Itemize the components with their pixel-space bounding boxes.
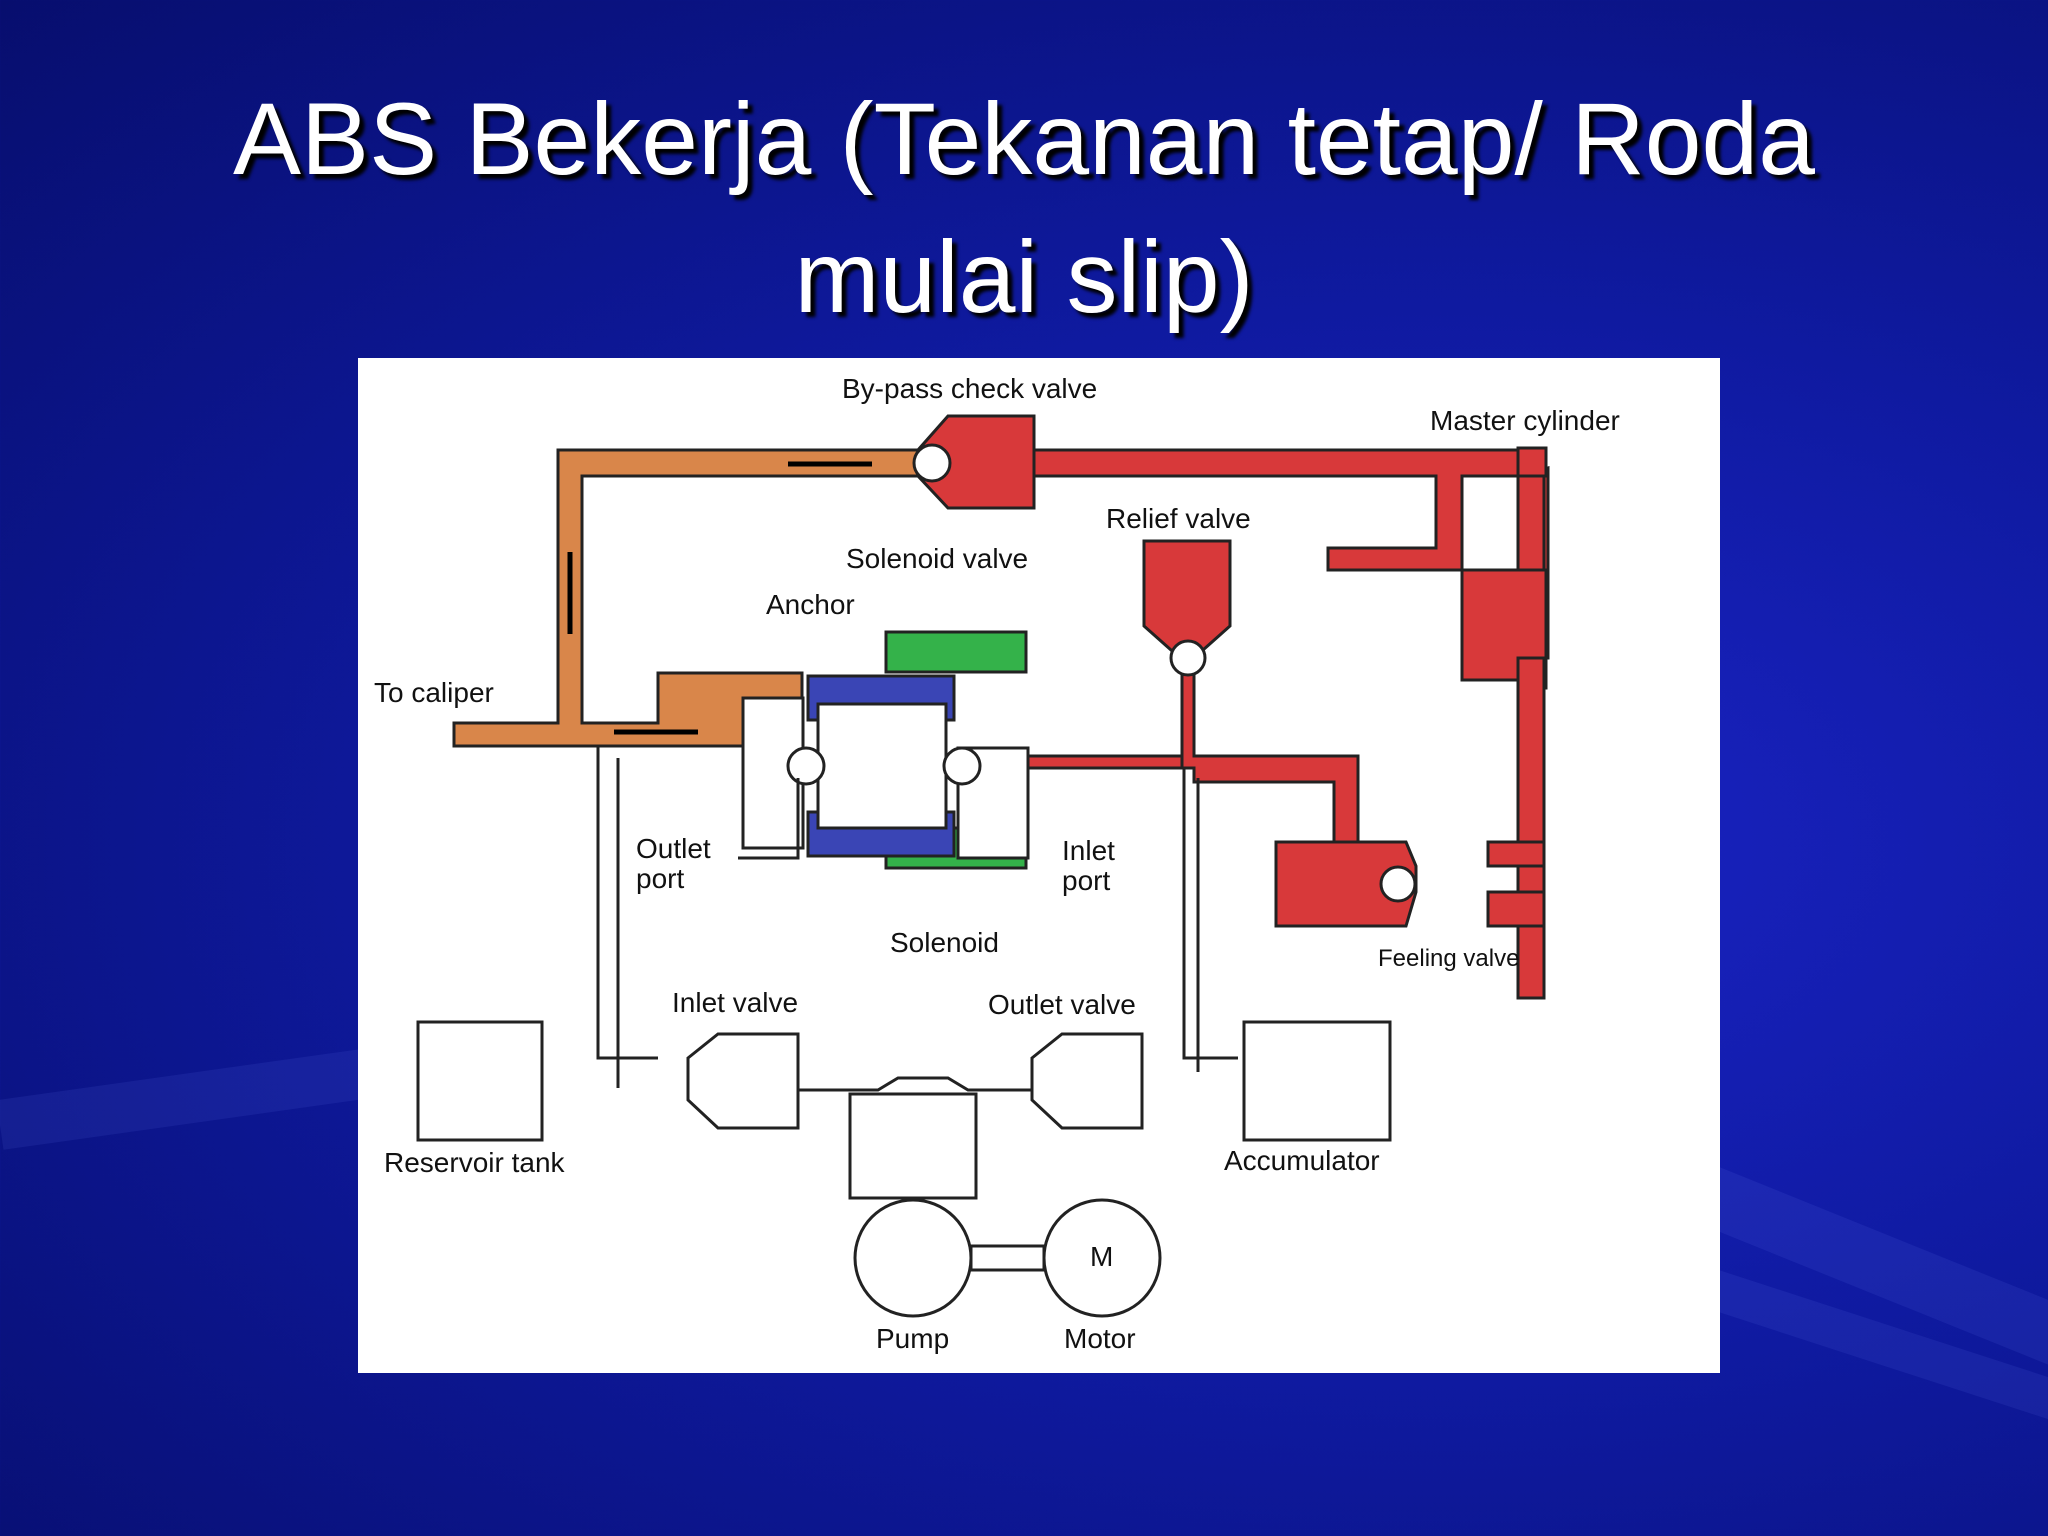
accumulator-line [1182, 768, 1238, 1072]
label-inlet-port-line-2: port [1062, 865, 1111, 896]
label-anchor: Anchor [766, 589, 855, 620]
pump-circuit-line [788, 1076, 1078, 1092]
label-relief-valve: Relief valve [1106, 503, 1251, 534]
inlet-port-ball [942, 746, 982, 786]
reservoir-tank-body [416, 1020, 544, 1142]
label-outlet-valve: Outlet valve [988, 989, 1136, 1020]
label-outlet-port-line-2: port [636, 863, 685, 894]
label-feeling-valve: Feeling valve [1378, 945, 1520, 972]
abs-hydraulic-diagram: By-pass check valve Master cylinder Reli… [358, 358, 1720, 1373]
pump-motor-shaft [969, 1244, 1046, 1272]
label-inlet-port-line-1: Inlet [1062, 835, 1115, 866]
label-master-cylinder: Master cylinder [1430, 405, 1620, 436]
label-solenoid: Solenoid [890, 927, 999, 958]
solenoid-valve-body [816, 702, 948, 830]
master-cylinder-top [1516, 446, 1548, 478]
relief-to-inlet-line [1180, 656, 1360, 848]
pump-wheel [853, 1198, 973, 1318]
inlet-valve-body [686, 1032, 800, 1130]
bypass-check-ball [912, 443, 952, 483]
label-pump: Pump [876, 1323, 950, 1354]
pump-body [848, 1092, 978, 1200]
accumulator-body [1242, 1020, 1392, 1142]
relief-valve-ball [1169, 639, 1207, 677]
label-motor: Motor [1064, 1323, 1136, 1354]
master-vertical-line [1460, 568, 1548, 682]
outlet-valve-body [1030, 1032, 1144, 1130]
solenoid-coil-top [884, 630, 1028, 674]
diagram-drawing [416, 414, 1550, 1318]
label-inlet-valve: Inlet valve [672, 987, 799, 1018]
label-accumulator: Accumulator [1224, 1145, 1380, 1176]
label-solenoid-valve: Solenoid valve [846, 543, 1029, 574]
label-bypass-check-valve: By-pass check valve [842, 373, 1098, 404]
feeling-valve-ball [1379, 865, 1417, 903]
label-to-caliper: To caliper [374, 677, 494, 708]
title-line-1: ABS Bekerja (Tekanan tetap/ Roda [233, 82, 1815, 196]
feeling-to-master [1486, 840, 1546, 868]
label-outlet-port-line-1: Outlet [636, 833, 711, 864]
feeling-valve-body [1274, 840, 1418, 928]
slide-title: ABS Bekerja (Tekanan tetap/ Roda mulai s… [0, 70, 2048, 346]
outlet-port-ball [786, 746, 826, 786]
label-motor-symbol: M [1090, 1241, 1114, 1272]
outlet-circuit-line [596, 746, 800, 1088]
title-line-2: mulai slip) [794, 220, 1254, 334]
label-reservoir-tank: Reservoir tank [384, 1147, 565, 1178]
feeling-to-master-2 [1486, 890, 1546, 928]
solenoid-housing-right [956, 746, 1030, 860]
